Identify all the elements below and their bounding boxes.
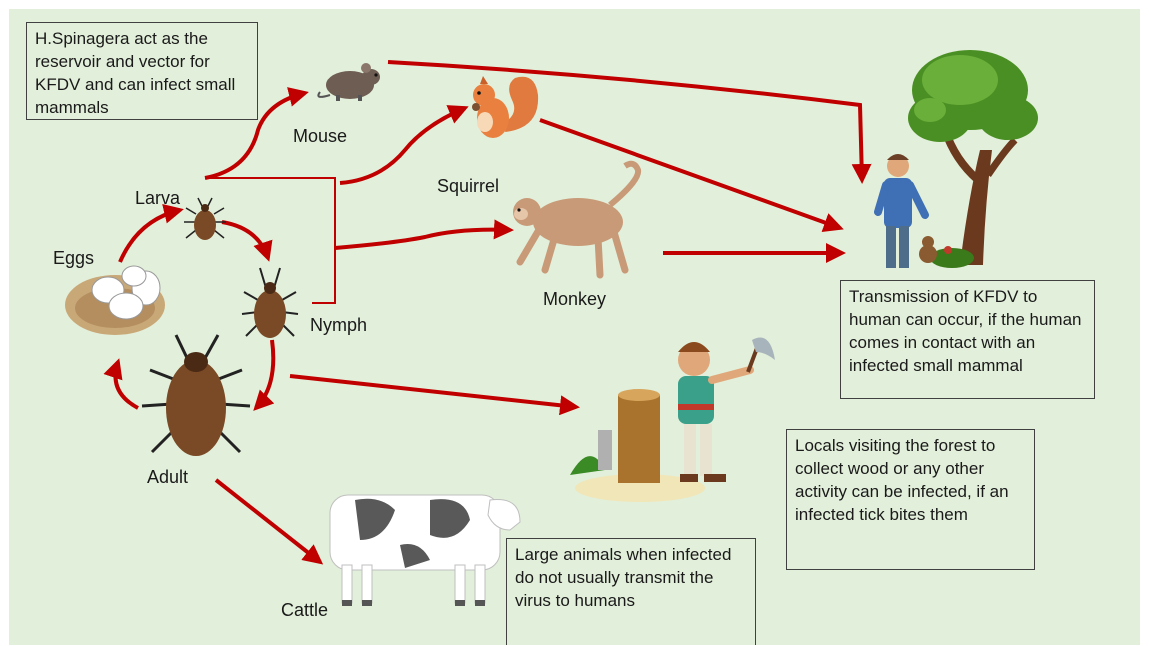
monkey-icon xyxy=(513,164,638,275)
arrow-eggs-to-larva xyxy=(120,210,180,262)
arrow-to-squirrel xyxy=(340,108,465,183)
squirrel-icon xyxy=(472,76,538,138)
label-eggs: Eggs xyxy=(53,248,94,269)
cow-icon xyxy=(330,495,520,606)
mouse-icon xyxy=(318,63,380,101)
arrow-mouse-to-human xyxy=(388,62,862,180)
locals-note: Locals visiting the forest to collect wo… xyxy=(786,429,1035,570)
larva-tick-icon xyxy=(184,198,226,240)
label-mouse: Mouse xyxy=(293,126,347,147)
label-nymph: Nymph xyxy=(310,315,367,336)
adult-tick-icon xyxy=(142,335,250,456)
reservoir-note: H.Spinagera act as the reservoir and vec… xyxy=(26,22,258,120)
label-monkey: Monkey xyxy=(543,289,606,310)
eggs-icon xyxy=(65,266,165,335)
arrow-adult-to-cattle xyxy=(216,480,320,562)
transmission-note: Transmission of KFDV to human can occur,… xyxy=(840,280,1095,399)
man-icon xyxy=(878,154,937,268)
label-larva: Larva xyxy=(135,188,180,209)
arrow-nymph-to-adult xyxy=(256,340,273,408)
label-cattle: Cattle xyxy=(281,600,328,621)
nymph-tick-icon xyxy=(242,268,298,338)
arrow-to-monkey xyxy=(335,230,510,248)
label-squirrel: Squirrel xyxy=(437,176,499,197)
large-animals-note: Large animals when infected do not usual… xyxy=(506,538,756,645)
arrow-larva-to-nymph xyxy=(222,222,268,258)
diagram-canvas: H.Spinagera act as the reservoir and vec… xyxy=(9,9,1140,645)
arrow-adult-to-woodcutter xyxy=(290,376,576,407)
arrow-adult-to-eggs xyxy=(116,362,139,408)
woodcutter-icon xyxy=(678,338,775,483)
label-adult: Adult xyxy=(147,467,188,488)
tree-icon xyxy=(908,50,1038,268)
